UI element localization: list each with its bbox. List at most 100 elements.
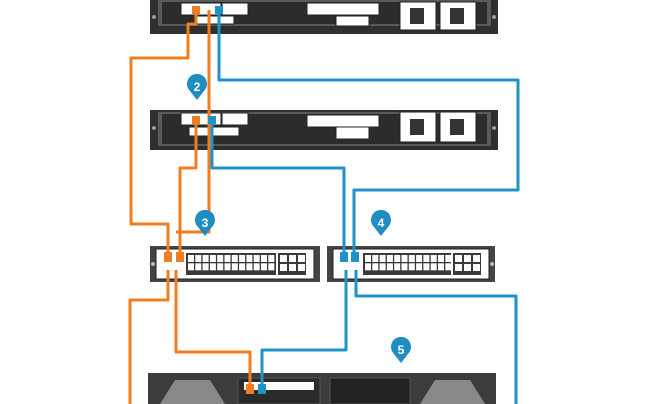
marker-5-label: 5 [398,343,405,357]
switch-3-port [231,255,238,262]
cable-blue-server-2 [210,120,346,254]
port-orange-storage [246,384,254,394]
server-top-psu-1-socket [410,8,424,24]
server-top-usb-ports [195,15,235,25]
switch-3-port [246,263,253,271]
switch-3-port [231,263,238,271]
server-2 [150,110,498,150]
storage-5-handle-right [420,380,485,404]
switch-4-port [445,263,452,271]
server-2-psu-2-socket [450,119,464,135]
switch-3-port [224,255,231,262]
switch-3-uplink-port [298,255,305,262]
port-blue-storage [258,384,266,394]
switch-4-uplink-port [473,264,480,271]
switch-4-port [401,255,408,262]
marker-2-pin [187,73,208,100]
switch-3-uplink-port [289,264,296,271]
switch-3-port [268,255,275,262]
marker-5-pin [390,336,411,363]
cable-blue-top-server [217,10,520,254]
server-top-screw-right [492,15,496,19]
marker-2: 2 [187,73,208,100]
server-2-rj45 [335,126,370,140]
marker-4: 4 [370,209,391,236]
switch-4-port [401,263,408,271]
switch-4-port [365,263,371,271]
server-2-slot [306,114,380,128]
port-orange-sw3-a [164,252,172,262]
storage-5 [148,373,496,404]
marker-2-label: 2 [194,80,201,94]
switch-3-port [253,255,260,262]
switch-3-port [195,263,202,271]
switch-3-port [261,255,267,262]
switch-4-port [408,263,415,271]
switch-3-port [239,263,246,271]
switch-3-port [188,263,194,271]
switch-3-port [246,255,253,262]
server-top-rj45 [335,15,370,27]
server-2-screw-left [152,126,156,130]
switch-3-port [202,263,209,271]
switch-3-port [202,255,209,262]
cable-blue-switch-4-down [354,270,518,404]
switch-3-screw-left [151,262,155,266]
port-orange-top-server [192,6,200,14]
switch-4-port [372,255,379,262]
port-orange-sw3-b [176,252,184,262]
marker-3: 3 [195,209,216,236]
switch-4-uplink-port [455,264,462,271]
switch-4-port [386,263,393,271]
switch-4-port [379,255,386,262]
cable-blue-switch-4-to-storage [260,270,348,386]
switch-4-port [438,263,444,271]
server-top-slot [306,2,380,16]
port-blue-sw4-a [340,252,348,262]
server-top-psu-2-socket [450,8,464,24]
switch-4-port [430,255,437,262]
switch-4-port [423,255,430,262]
cable-orange-top-server-2 [176,10,211,234]
switch-3-port [268,263,275,271]
switch-3-uplink-port [280,255,287,262]
switch-4-port [416,263,423,271]
switch-4-port [379,263,386,271]
marker-3-pin [195,209,216,236]
switch-4-port [394,255,401,262]
server-top-screw-left [152,15,156,19]
switch-4-port [386,255,393,262]
switch-4-port [423,263,430,271]
server-2-screw-right [492,126,496,130]
switch-3-port [217,255,224,262]
marker-4-pin [370,209,391,236]
switch-3-port [209,255,216,262]
switch-4-port [372,263,379,271]
marker-5: 5 [390,336,411,363]
switch-3-port [188,255,194,262]
server-top [150,0,498,34]
switch-4-screw-right [490,262,494,266]
switch-4-port [416,255,423,262]
cables [128,6,520,404]
marker-4-label: 4 [378,216,385,230]
storage-5-controller-2 [329,377,411,404]
switch-3-port [224,263,231,271]
switch-4-uplink-port [464,255,471,262]
cable-orange-switch-3-to-storage [174,270,252,386]
server-top-ports-block-2 [221,2,249,16]
switch-4-port [408,255,415,262]
port-orange-server-2 [192,116,200,124]
switch-4-uplink-port [473,255,480,262]
switch-4-port [394,263,401,271]
server-2-usb-ports [188,126,240,137]
switch-3-port [239,255,246,262]
port-blue-sw4-b [351,252,359,262]
switch-3-uplink-port [298,264,305,271]
server-2-psu-1-socket [410,119,424,135]
storage-5-handle-left [160,380,225,404]
server-2-ports-block-2 [221,112,249,126]
switch-3-port [195,255,202,262]
cable-orange-top-server [129,10,198,254]
